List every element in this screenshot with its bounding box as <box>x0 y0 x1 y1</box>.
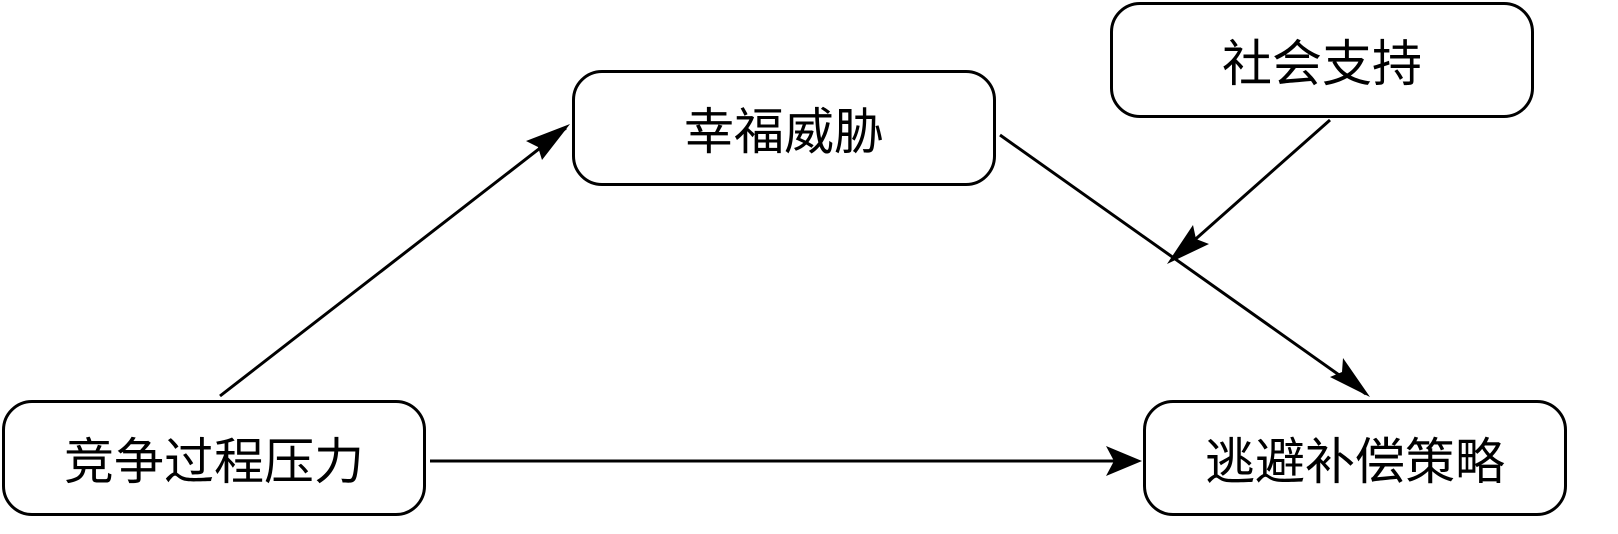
arrowhead-threat <box>526 124 570 160</box>
node-label: 逃避补偿策略 <box>1205 433 1505 491</box>
node-competition-pressure: 竞争过程压力 <box>2 400 426 516</box>
node-label: 社会支持 <box>1222 35 1422 93</box>
arrowhead-support <box>1167 225 1209 264</box>
node-social-support: 社会支持 <box>1110 2 1534 118</box>
arrow-pressure-to-threat <box>219 126 567 398</box>
node-label: 竞争过程压力 <box>64 433 364 491</box>
arrowhead-strategy-diagonal <box>1330 358 1370 397</box>
node-avoidance-compensation: 逃避补偿策略 <box>1143 400 1567 516</box>
arrow-threat-to-strategy <box>999 133 1367 396</box>
arrowhead-strategy-horizontal <box>1106 446 1142 476</box>
node-label: 幸福威胁 <box>684 103 884 161</box>
node-happiness-threat: 幸福威胁 <box>572 70 996 186</box>
arrow-support-moderation <box>1171 118 1331 262</box>
